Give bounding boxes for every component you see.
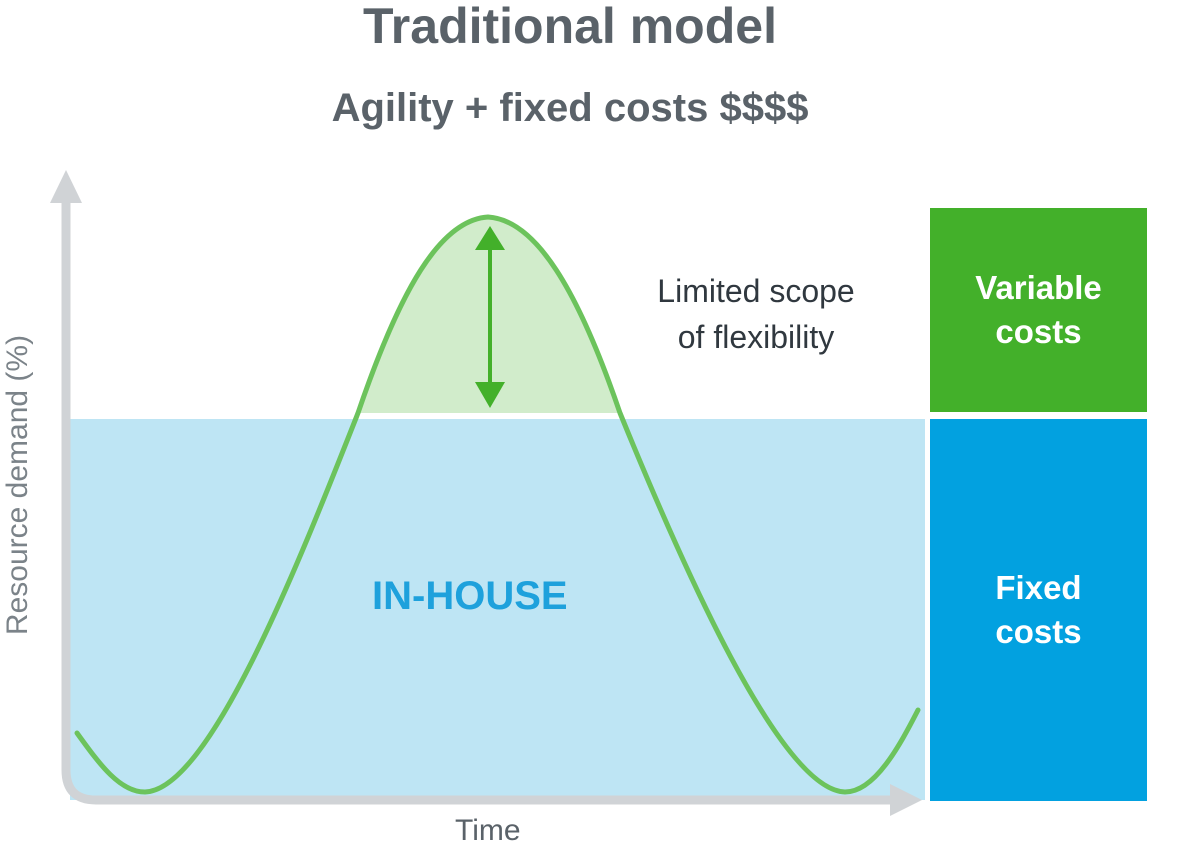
diagram-title: Traditional model [363, 0, 777, 54]
y-axis-label: Resource demand (%) [1, 334, 34, 636]
diagram-subtitle: Agility + fixed costs $$$$ [331, 86, 809, 130]
fixed-costs-label: Fixed costs [995, 569, 1082, 650]
fixed-costs-box: Fixed costs [930, 419, 1147, 801]
variable-costs-box: Variable costs [930, 208, 1147, 412]
y-axis [50, 170, 922, 816]
flexibility-note: Limited scope of flexibility [657, 273, 855, 355]
y-axis-arrowhead [50, 170, 82, 203]
inhouse-area [70, 419, 925, 800]
inhouse-label: IN-HOUSE [372, 574, 568, 618]
variable-costs-label: Variable costs [975, 269, 1102, 350]
demand-curve [74, 214, 921, 795]
x-axis-label: Time [455, 814, 521, 847]
flexibility-arrow [475, 226, 505, 408]
x-axis-arrowhead [890, 784, 922, 816]
